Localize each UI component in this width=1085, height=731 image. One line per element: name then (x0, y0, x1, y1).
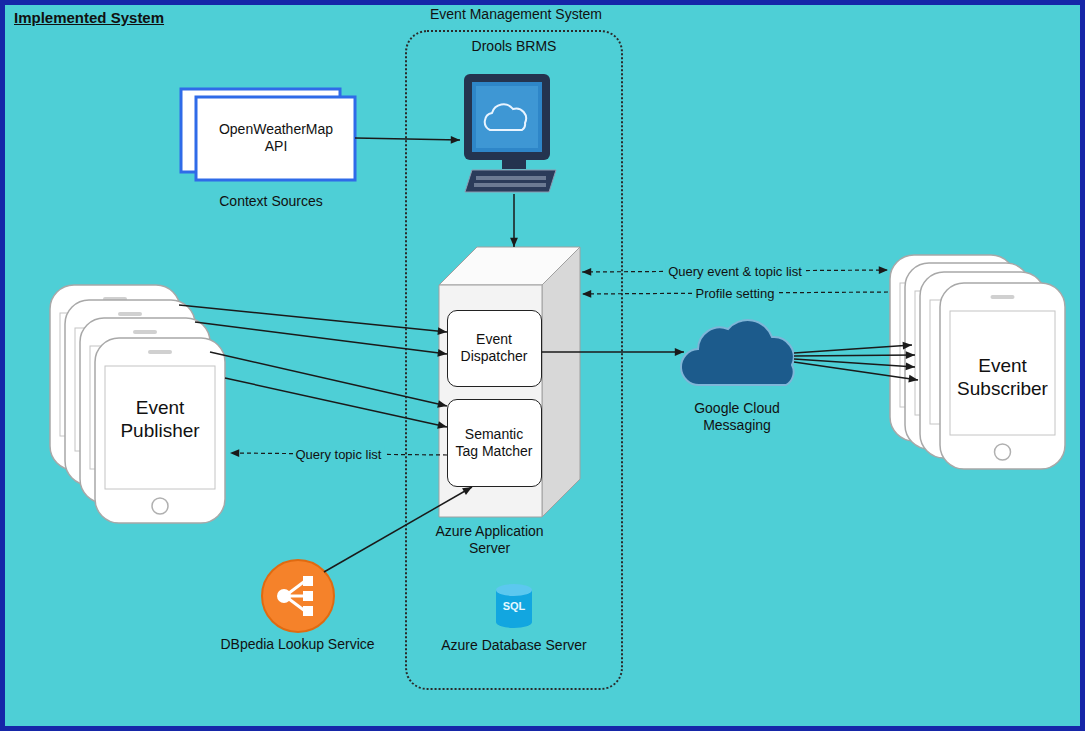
messaging-cloud: Google Cloud Messaging (680, 320, 795, 440)
process-box: Semantic Tag Matcher (447, 399, 542, 487)
connector-line (210, 352, 447, 406)
group-caption: Context Sources (181, 193, 361, 210)
arrow-connector (794, 362, 918, 383)
connector-line (794, 359, 915, 367)
context-source-documents: OpenWeatherMap API Context Sources (181, 89, 361, 214)
rules-engine-computer-shape (454, 38, 574, 194)
box-label: Event Dispatcher (452, 331, 536, 365)
arrow-connector (510, 194, 518, 247)
connector-line (542, 351, 684, 353)
connector-line (179, 305, 447, 332)
arrow-connector (794, 342, 912, 353)
connector-line (225, 378, 447, 427)
arrow-head (230, 449, 239, 457)
arrow-connector (324, 487, 472, 572)
arrow-head (908, 375, 918, 383)
arrow-head (462, 487, 472, 495)
arrow-connector (195, 322, 447, 357)
rules-engine-computer: Drools BRMS (454, 38, 574, 194)
db-icon-text: SQL (494, 600, 534, 613)
arrow-head (437, 400, 447, 408)
lookup-service-icon: DBpedia Lookup Service (195, 558, 400, 653)
arrow-head (582, 290, 591, 298)
arrow-connector (179, 305, 447, 335)
arrow-head (582, 268, 591, 276)
arrow-connector (355, 136, 460, 144)
connector-line (794, 355, 915, 356)
system-name: Drools BRMS (454, 38, 574, 55)
connector-line (794, 362, 918, 380)
server-name: Azure Application Server (427, 523, 552, 557)
process-box: Event Dispatcher (447, 310, 542, 387)
service-name: DBpedia Lookup Service (195, 636, 400, 653)
arrow-head (906, 363, 915, 371)
subscriber-phones-shape (890, 255, 1065, 470)
connector-line (355, 138, 460, 140)
connector-line (794, 345, 912, 353)
arrow-connector (225, 378, 447, 429)
arrow-head (437, 349, 447, 357)
arrow-head (903, 342, 912, 350)
arrow-head (906, 351, 915, 359)
service-name: Google Cloud Messaging (687, 400, 787, 434)
connector-label: Profile setting (693, 286, 778, 301)
box-label: Semantic Tag Matcher (452, 426, 536, 460)
device-label: Event Subscriber (945, 355, 1060, 401)
arrow-head (510, 238, 518, 247)
db-name: Azure Database Server (434, 637, 594, 654)
source-name: OpenWeatherMap API (211, 121, 341, 155)
connector-label: Query topic list (293, 447, 385, 462)
arrow-head (437, 421, 447, 429)
arrow-connector (542, 348, 684, 356)
database-icon: SQL Azure Database Server (434, 580, 594, 652)
subscriber-phones: Event Subscriber (890, 255, 1065, 470)
arrow-head (451, 136, 460, 144)
application-server: Azure Application ServerEvent Dispatcher… (439, 247, 580, 567)
system-heading: Event Management System (407, 6, 625, 23)
arrow-connector (794, 351, 915, 359)
connector-line (324, 487, 472, 572)
connector-label: Query event & topic list (665, 264, 805, 279)
device-label: Event Publisher (105, 397, 215, 443)
diagram-title: Implemented System (14, 9, 164, 27)
arrow-head (879, 266, 888, 274)
connector-line (195, 322, 447, 354)
arrow-connector (210, 352, 447, 408)
arrow-head (675, 348, 684, 356)
arrow-head (437, 327, 447, 335)
system-boundary: Event Management SystemDrools BRMSAzure … (405, 30, 623, 690)
publisher-phones: Event Publisher (50, 285, 225, 525)
